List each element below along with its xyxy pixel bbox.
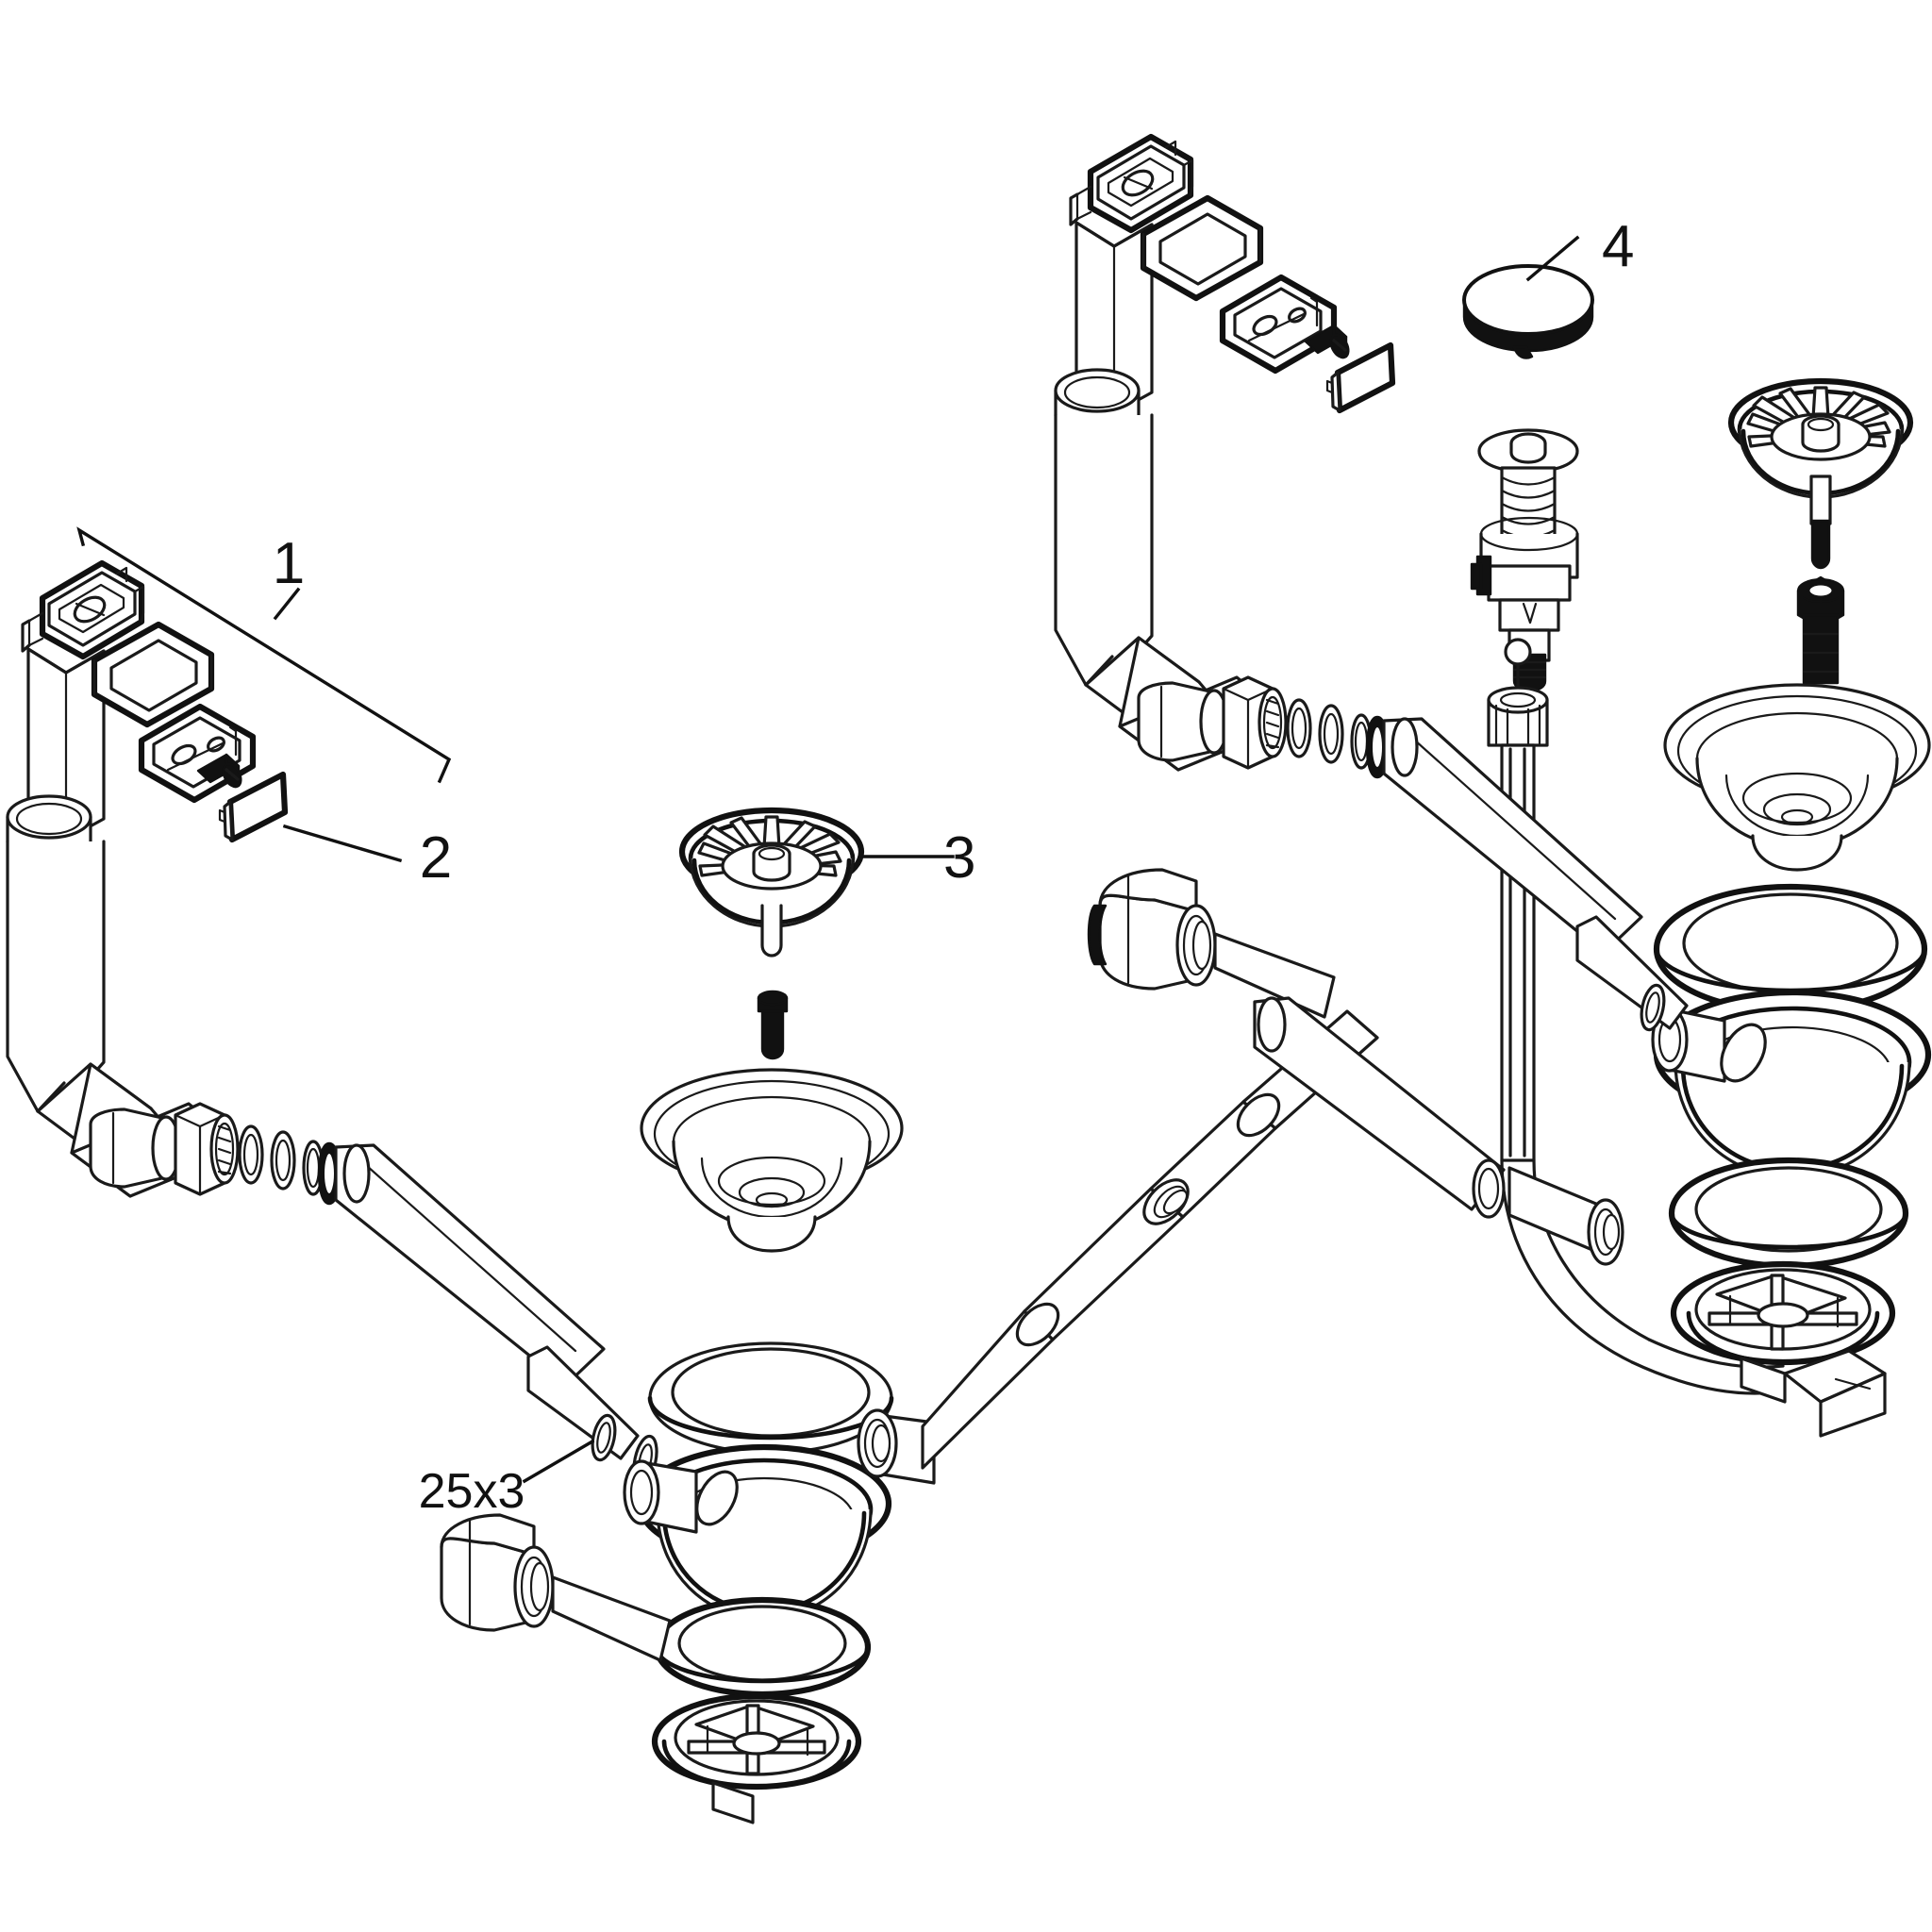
pipe-centre-right [1507, 1166, 1624, 1266]
pipe-run-right [1054, 413, 1689, 1032]
crosspiece-grate-right [1670, 1260, 1896, 1438]
overflow-housing-left [6, 559, 145, 866]
callout-1: 1 [76, 526, 452, 784]
dimension-25x3-label: 25x3 [419, 1464, 525, 1519]
waste-tee-centre [623, 1341, 936, 1824]
push-cap-4 [1462, 264, 1594, 359]
callout-1-label: 1 [273, 531, 305, 596]
screw-left [196, 753, 242, 789]
callout-4-label: 4 [1602, 214, 1634, 279]
tee-riser-centre [921, 1009, 1379, 1470]
overflow-frame-left [91, 621, 215, 728]
pipe-mid-diagonal [1253, 996, 1506, 1219]
strainer-basket-right [1727, 377, 1914, 685]
drain-bowl-centre [640, 1068, 904, 1253]
hex-nut-right [1796, 575, 1845, 685]
centre-screw [757, 990, 789, 1060]
callout-3: 3 [862, 825, 975, 891]
coupling-nut-left [174, 1102, 240, 1196]
trim-cap-left [218, 771, 289, 843]
elbow-bottom-centre [440, 1513, 672, 1662]
strainer-basket-centre [678, 807, 865, 958]
callout-2: 2 [282, 824, 452, 891]
drain-bowl-right-upper [1663, 683, 1931, 872]
dimension-o-ring: 25x3 [419, 1439, 595, 1519]
overflow-assembly-left [6, 559, 289, 866]
callout-3-label: 3 [943, 825, 975, 891]
elbow-mid [1087, 868, 1336, 1019]
pipe-run-left [6, 840, 658, 1487]
waste-body-right [1651, 989, 1932, 1179]
seal-ring-right [1668, 1157, 1909, 1270]
callout-4: 4 [1525, 214, 1634, 282]
overflow-assembly-right [1054, 133, 1396, 440]
callout-2-label: 2 [420, 825, 452, 891]
